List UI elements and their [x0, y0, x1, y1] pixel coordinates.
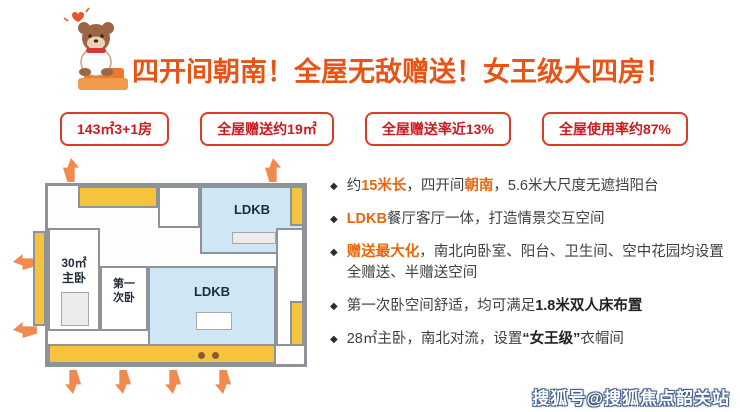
floor-plan: LDKB 30㎡ 主卧 第一 次卧 LDKB	[15, 158, 327, 398]
diamond-bullet-icon: ◆	[330, 214, 338, 226]
feature-text: LDKB餐厅客厅一体，打造情景交互空间	[347, 209, 605, 230]
room-label: LDKB	[233, 202, 271, 217]
feature-segment: ，南北向卧室、阳台、卫生间、空中花园均设置全赠送、半赠送空间	[346, 244, 724, 282]
arrow-up-icon	[63, 158, 79, 182]
room-ldkb-center: LDKB	[148, 266, 276, 346]
feature-segment: 28㎡主卧，南北对流，设置	[346, 331, 523, 348]
feature-segment: 约	[346, 178, 362, 194]
stat-label: 全屋使用率约87%	[558, 121, 671, 137]
plant-icon	[212, 352, 219, 359]
diamond-bullet-icon: ◆	[330, 247, 338, 259]
south-balcony	[48, 344, 276, 364]
feature-segment-highlight: 朝南	[464, 178, 494, 194]
feature-segment-bold: “女王级”	[522, 331, 581, 348]
feature-text: 第一次卧空间舒适，均可满足1.8米双人床布置	[347, 296, 643, 317]
feature-list: ◆ 约15米长，四开间朝南，5.6米大尺度无遮挡阳台 ◆ LDKB餐厅客厅一体，…	[330, 176, 728, 362]
arrow-down-icon	[115, 370, 131, 394]
bear-mascot-graphic	[63, 7, 128, 90]
bay-window-strip	[33, 231, 46, 326]
north-balcony	[78, 186, 158, 208]
feature-segment: ，四开间	[406, 178, 465, 194]
stats-row: 143㎡3+1房 全屋赠送约19㎡ 全屋赠送率近13% 全屋使用率约87%	[60, 112, 688, 146]
room-label: 30㎡ 主卧	[61, 256, 87, 285]
feature-segment: ，5.6米大尺度无遮挡阳台	[493, 178, 659, 194]
stat-label: 全屋赠送约19㎡	[217, 121, 317, 137]
bed-furniture	[61, 292, 89, 326]
arrow-down-icon	[165, 370, 181, 394]
bear-mascot-icon	[58, 6, 130, 92]
room-second-bedroom: 第一 次卧	[100, 266, 148, 331]
plant-icon	[198, 352, 205, 359]
diamond-bullet-icon: ◆	[330, 301, 338, 313]
list-item: ◆ 约15米长，四开间朝南，5.6米大尺度无遮挡阳台	[330, 176, 728, 197]
watermark: 搜狐号@搜狐焦点韶关站	[532, 389, 730, 408]
arrow-up-icon	[265, 158, 281, 182]
room-label: LDKB	[193, 284, 231, 299]
table-furniture	[196, 312, 232, 330]
room-master-bedroom: 30㎡ 主卧	[48, 228, 100, 331]
stat-usage-rate: 全屋使用率约87%	[541, 112, 688, 146]
feature-segment: 第一次卧空间舒适，均可满足	[346, 298, 536, 315]
stat-gift-area: 全屋赠送约19㎡	[200, 112, 334, 146]
feature-segment-highlight: LDKB	[346, 211, 387, 228]
sofa-furniture	[232, 232, 276, 244]
bathroom	[158, 186, 200, 228]
feature-segment-highlight: 15米长	[361, 178, 407, 194]
floor-plan-outline: LDKB 30㎡ 主卧 第一 次卧 LDKB	[33, 183, 307, 367]
feature-segment-highlight: 赠送最大化	[346, 244, 420, 261]
feature-segment-bold: 1.8米双人床布置	[535, 298, 643, 315]
stat-gift-rate: 全屋赠送率近13%	[364, 112, 511, 146]
feature-text: 28㎡主卧，南北对流，设置“女王级”衣帽间	[347, 329, 624, 350]
stat-label: 143㎡3+1房	[77, 121, 153, 137]
feature-segment: 衣帽间	[580, 331, 624, 348]
arrow-down-icon	[215, 370, 231, 394]
sky-garden-strip	[290, 301, 304, 346]
feature-text: 约15米长，四开间朝南，5.6米大尺度无遮挡阳台	[347, 176, 659, 197]
stat-area: 143㎡3+1房	[60, 112, 170, 146]
list-item: ◆ 第一次卧空间舒适，均可满足1.8米双人床布置	[330, 296, 728, 317]
list-item: ◆ LDKB餐厅客厅一体，打造情景交互空间	[330, 209, 728, 230]
stat-label: 全屋赠送率近13%	[381, 121, 494, 137]
room-label: 第一 次卧	[113, 278, 135, 304]
list-item: ◆ 赠送最大化，南北向卧室、阳台、卫生间、空中花园均设置全赠送、半赠送空间	[330, 242, 728, 284]
arrow-down-icon	[65, 370, 81, 394]
diamond-bullet-icon: ◆	[330, 181, 338, 192]
gift-space-strip	[290, 186, 304, 226]
diamond-bullet-icon: ◆	[330, 334, 338, 346]
page-title: 四开间朝南！全屋无敌赠送！女王级大四房！	[132, 57, 672, 87]
feature-segment: 餐厅客厅一体，打造情景交互空间	[386, 211, 605, 228]
feature-text: 赠送最大化，南北向卧室、阳台、卫生间、空中花园均设置全赠送、半赠送空间	[347, 242, 728, 284]
list-item: ◆ 28㎡主卧，南北对流，设置“女王级”衣帽间	[330, 329, 728, 350]
